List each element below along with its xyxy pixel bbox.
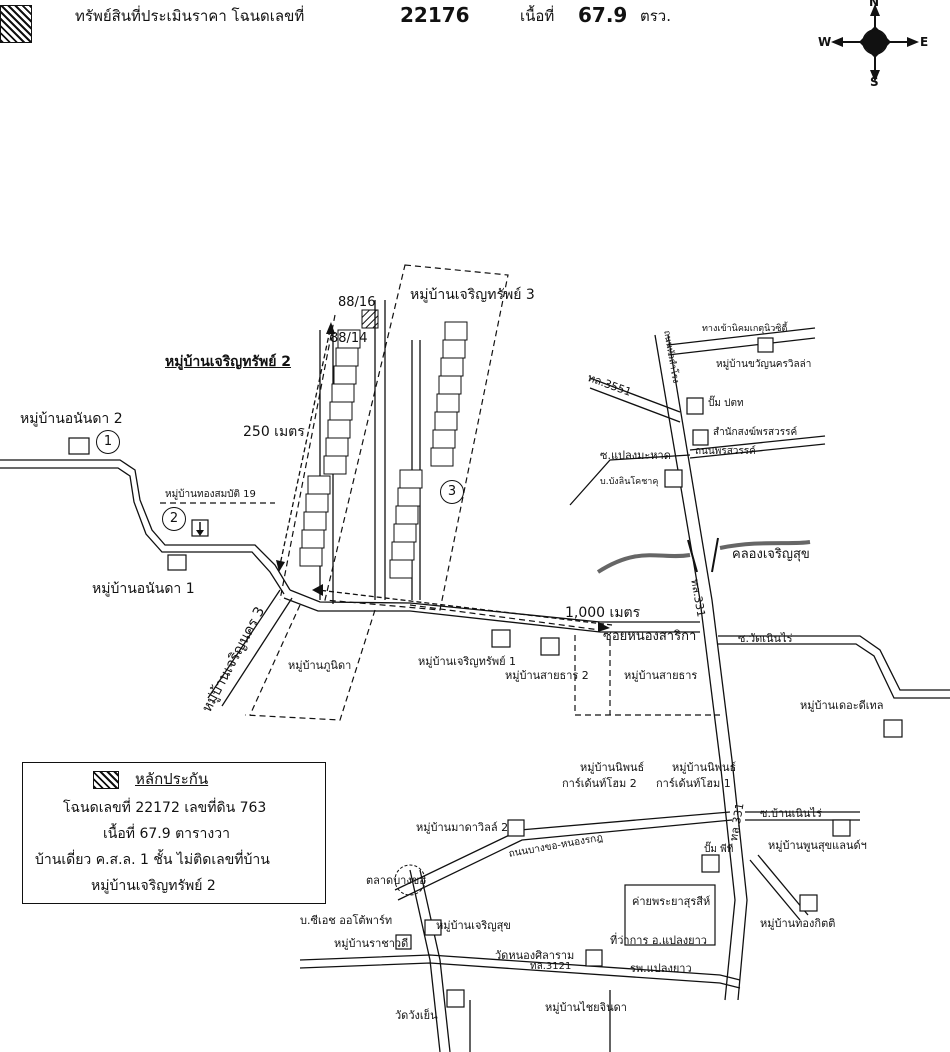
place-hospital: รพ.แปลงยาว <box>630 962 692 975</box>
header-area-value: 67.9 <box>578 3 628 27</box>
plot-88-14: 88/14 <box>330 331 368 346</box>
road-top-lane-label: ทางเข้านิคมเกตุนิวซิตี้ <box>702 324 788 334</box>
collateral-legend: หลักประกัน โฉนดเลขที่ 22172 เลขที่ดิน 76… <box>22 762 326 904</box>
legend-title: หลักประกัน <box>135 770 209 788</box>
village-phunida: หมู่บ้านภูนิดา <box>288 659 352 672</box>
marker-3: 3 <box>440 480 464 504</box>
place-camp: ค่ายพระยาสุรสีห์ <box>632 895 711 908</box>
place-temple-nongsila: วัดหนองศิลาราม <box>495 949 575 962</box>
canal-line <box>596 540 811 574</box>
legend-line1: โฉนดเลขที่ 22172 เลขที่ดิน 763 <box>63 800 267 816</box>
legend-line4: หมู่บ้านเจริญทรัพย์ 2 <box>91 878 216 894</box>
legend-hatch-swatch <box>93 771 119 789</box>
road-soi-nongsarika <box>289 589 700 623</box>
road-highway-331 <box>654 334 736 1001</box>
village-charoen1: หมู่บ้านเจริญทรัพย์ 1 <box>418 655 517 668</box>
village-nipon1-b: การ์เด้นท์โฮม 1 <box>656 777 731 790</box>
road-pornsawan-label: ถนนพรสวรรค์ <box>695 446 756 457</box>
plot-88-16: 88/16 <box>338 295 376 310</box>
header-deed-number: 22176 <box>400 3 470 27</box>
village-nipon1-a: หมู่บ้านนิพนธ์ <box>672 761 737 774</box>
subject-plot <box>361 309 379 329</box>
distance-250m: 250 เมตร <box>243 424 305 440</box>
village-mada: หมู่บ้านมาดาวิลล์ 2 <box>416 821 509 834</box>
village-dekhotel: หมู่บ้านเดอะดีเทล <box>800 699 884 712</box>
road-soi-nongsarika-label: ซอยหนองสาริกา <box>603 629 697 644</box>
legend-line2: เนื้อที่ 67.9 ตารางวา <box>103 826 230 842</box>
village-khwan: หมู่บ้านขวัญนครวิลล่า <box>716 359 812 370</box>
marker-1: 1 <box>96 430 120 454</box>
village-nipon2-b: การ์เด้นท์โฮม 2 <box>562 777 637 790</box>
village-ananda2: หมู่บ้านอนันดา 2 <box>20 411 123 427</box>
village-charoensuk: หมู่บ้านเจริญสุข <box>436 919 511 932</box>
village-chaichinda: หมู่บ้านไชยจินดา <box>545 1001 627 1014</box>
canal-label: คลองเจริญสุข <box>732 547 810 562</box>
road-soi-plaengmahad-label: ซ.แปลงมะหาด <box>600 449 671 462</box>
place-office: สำนักสงฆ์พรสวรรค์ <box>713 427 798 438</box>
header-label: ทรัพย์สินที่ประเมินราคา โฉนดเลขที่ <box>75 7 305 25</box>
place-district: ที่ว่าการ อ.แปลงยาว <box>610 934 707 947</box>
compass-n: N <box>869 0 880 9</box>
village-saitharn: หมู่บ้านสายธาร <box>624 669 698 682</box>
marker-2: 2 <box>162 507 186 531</box>
village-charoen2: หมู่บ้านเจริญทรัพย์ 2 <box>165 354 292 370</box>
place-market: ตลาดบางขอ <box>366 874 426 887</box>
place-pump-ptt: ปั๊ม ปตท <box>708 398 744 409</box>
village-rachawadee: หมู่บ้านราชาวดี <box>334 937 409 950</box>
compass-s: S <box>870 75 879 89</box>
village-thongkit: หมู่บ้านทองกิตติ <box>760 917 836 930</box>
road-ban-noenrai-label: ซ.บ้านเนินไร่ <box>760 807 822 820</box>
place-pump-pt: ปั๊ม พีที <box>704 844 734 855</box>
village-ananda1: หมู่บ้านอนันดา 1 <box>92 581 195 597</box>
village-saitharn2: หมู่บ้านสายธาร 2 <box>505 669 589 682</box>
header-hatch-swatch <box>0 5 32 43</box>
road-soi-nongsarika-b <box>283 597 700 633</box>
road-west-b <box>0 467 285 595</box>
header-area-label: เนื้อที่ <box>520 7 555 25</box>
compass-w: W <box>818 35 832 49</box>
legend-line3: บ้านเดี่ยว ค.ส.ล. 1 ชั้น ไม่ติดเลขที่บ้า… <box>35 852 270 868</box>
road-wat-noenrai-label: ซ.วัดเนินไร่ <box>738 632 793 645</box>
road-3121-label: ทล.3121 <box>530 961 572 972</box>
village-thongsombat: หมู่บ้านทองสมบัติ 19 <box>165 489 256 500</box>
place-wat-wangyen: วัดวังเย็น <box>395 1009 438 1022</box>
place-company: บ.ซีเอช ออโต้พาร์ท <box>300 914 393 927</box>
village-nipon2-a: หมู่บ้านนิพนธ์ <box>580 761 645 774</box>
place-bunglin: บ.บังลินโคชาคุ <box>600 477 659 487</box>
distance-1000m: 1,000 เมตร <box>565 605 641 621</box>
road-west <box>0 459 291 591</box>
header-area-unit: ตรว. <box>640 7 671 25</box>
village-poonsuk: หมู่บ้านพูนสุขแลนด์ฯ <box>768 839 867 852</box>
compass-e: E <box>920 35 929 49</box>
village-charoen3: หมู่บ้านเจริญทรัพย์ 3 <box>410 287 535 303</box>
compass-rose-icon <box>831 4 919 82</box>
